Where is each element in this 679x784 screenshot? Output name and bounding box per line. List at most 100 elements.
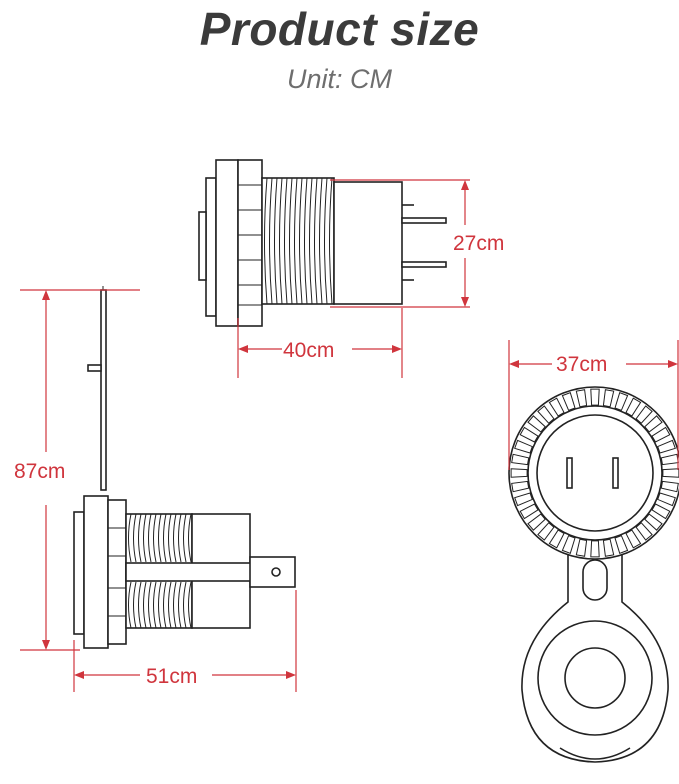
side-length-label: 51cm: [146, 665, 197, 688]
front-view-socket: [536, 414, 654, 532]
side-view-thread-line: [178, 581, 182, 629]
top-view-drawing: [198, 159, 447, 327]
front-view-ring-tooth: [527, 513, 546, 531]
front-view-ring-tooth: [644, 513, 663, 531]
side-view-thread-line: [143, 581, 147, 629]
front-view-cap-button: [564, 647, 626, 709]
top-view-thread-line: [264, 177, 268, 305]
front-view-ring-tooth: [614, 535, 629, 554]
top-view-thread-line: [319, 177, 323, 305]
front-view-ring-tooth: [514, 439, 533, 454]
side-view-thread-line: [128, 581, 132, 629]
front-view-ring-tooth: [575, 538, 588, 557]
top-height-dimension: 27cm: [330, 179, 504, 308]
front-view-ring-tooth: [657, 439, 676, 454]
side-view-thread-line: [163, 581, 167, 629]
side-view-thread-line: [153, 581, 157, 629]
front-view-ring-tooth: [590, 388, 600, 406]
front-view-slot: [566, 457, 573, 489]
side-view-thread-line: [158, 513, 162, 563]
top-view-thread-line: [269, 177, 273, 305]
side-view-thread-line: [188, 581, 192, 629]
front-view-ring-tooth: [651, 503, 671, 520]
unit-label: Unit: CM: [286, 64, 392, 94]
front-view-ring-tooth: [537, 522, 555, 541]
side-view-thread-line: [183, 581, 187, 629]
front-diameter-label: 37cm: [556, 353, 607, 376]
front-view-ring-tooth: [537, 405, 555, 424]
front-view-ring-tooth: [625, 397, 642, 417]
side-length-dimension: 51cm: [73, 590, 297, 692]
front-view-ring-tooth: [635, 522, 653, 541]
side-view-thread-line: [178, 513, 182, 563]
side-view-thread-line: [183, 513, 187, 563]
side-view-thread-line: [133, 513, 137, 563]
front-view-ring-tooth: [644, 415, 663, 433]
side-view-thread-line: [168, 581, 172, 629]
top-view-thread-line: [329, 177, 333, 305]
side-view-thread-line: [138, 513, 142, 563]
top-view-thread-line: [324, 177, 328, 305]
front-view-ring-tooth: [657, 492, 676, 507]
front-view-ring-tooth: [602, 389, 615, 408]
top-length-label: 40cm: [283, 339, 334, 362]
top-view-thread-line: [304, 177, 308, 305]
front-view-ring-tooth: [511, 480, 530, 493]
side-view-thread-line: [163, 513, 167, 563]
side-view-thread-line: [153, 513, 157, 563]
top-view-flange: [215, 159, 239, 327]
side-view-thread-line: [138, 581, 142, 629]
front-view-ring-tooth: [625, 529, 642, 549]
side-height-dimension: 87cm: [14, 289, 140, 651]
front-view-ring-tooth: [511, 453, 530, 466]
top-view-body: [333, 181, 403, 305]
front-diameter-dimension: 37cm: [508, 340, 679, 470]
front-view-ring-tooth: [660, 480, 679, 493]
top-view-terminal: [401, 261, 447, 268]
front-view-ring-tooth: [519, 503, 539, 520]
top-view-cap: [205, 177, 217, 317]
top-view-thread-line: [299, 177, 303, 305]
side-view-thread-line: [148, 513, 152, 563]
front-view-ring-tooth: [561, 392, 576, 411]
side-height-label: 87cm: [14, 460, 65, 483]
front-view-ring-tooth: [548, 397, 565, 417]
front-view-slot: [612, 457, 619, 489]
front-view-ring-tooth: [651, 426, 671, 443]
top-view-thread-line: [284, 177, 288, 305]
front-view-ring-tooth: [519, 426, 539, 443]
front-view-ring-tooth: [575, 389, 588, 408]
side-view-thread-line: [128, 513, 132, 563]
front-view-ring-tooth: [614, 392, 629, 411]
side-view-thread-line: [173, 581, 177, 629]
front-view-ring-tooth: [561, 535, 576, 554]
side-view-flange: [83, 495, 109, 649]
side-view-drawing: [73, 286, 296, 649]
top-view-thread-line: [294, 177, 298, 305]
side-view-thread-line: [148, 581, 152, 629]
front-view-ring-tooth: [527, 415, 546, 433]
front-view-ring-tooth: [590, 540, 600, 558]
front-view-ring-tooth: [602, 538, 615, 557]
side-view-thread-line: [173, 513, 177, 563]
front-view-cap-strap: [521, 544, 669, 763]
front-view-drawing: [508, 386, 679, 763]
top-length-dimension: 40cm: [237, 308, 403, 378]
side-view-thread-line: [143, 513, 147, 563]
page-title: Product size: [199, 3, 480, 55]
front-view-ring-tooth: [510, 468, 528, 478]
side-view-strap: [100, 289, 107, 491]
side-view-thread-line: [133, 581, 137, 629]
side-view-thread-line: [168, 513, 172, 563]
top-view-thread-line: [279, 177, 283, 305]
front-view-ring-tooth: [514, 492, 533, 507]
side-view-thread-line: [158, 581, 162, 629]
top-view-terminal: [401, 217, 447, 224]
front-view-ring-tooth: [635, 405, 653, 424]
top-view-thread-line: [314, 177, 318, 305]
top-height-label: 27cm: [453, 232, 504, 255]
top-view-thread: [261, 177, 335, 305]
front-view-ring-tooth: [548, 529, 565, 549]
top-view-thread-line: [274, 177, 278, 305]
